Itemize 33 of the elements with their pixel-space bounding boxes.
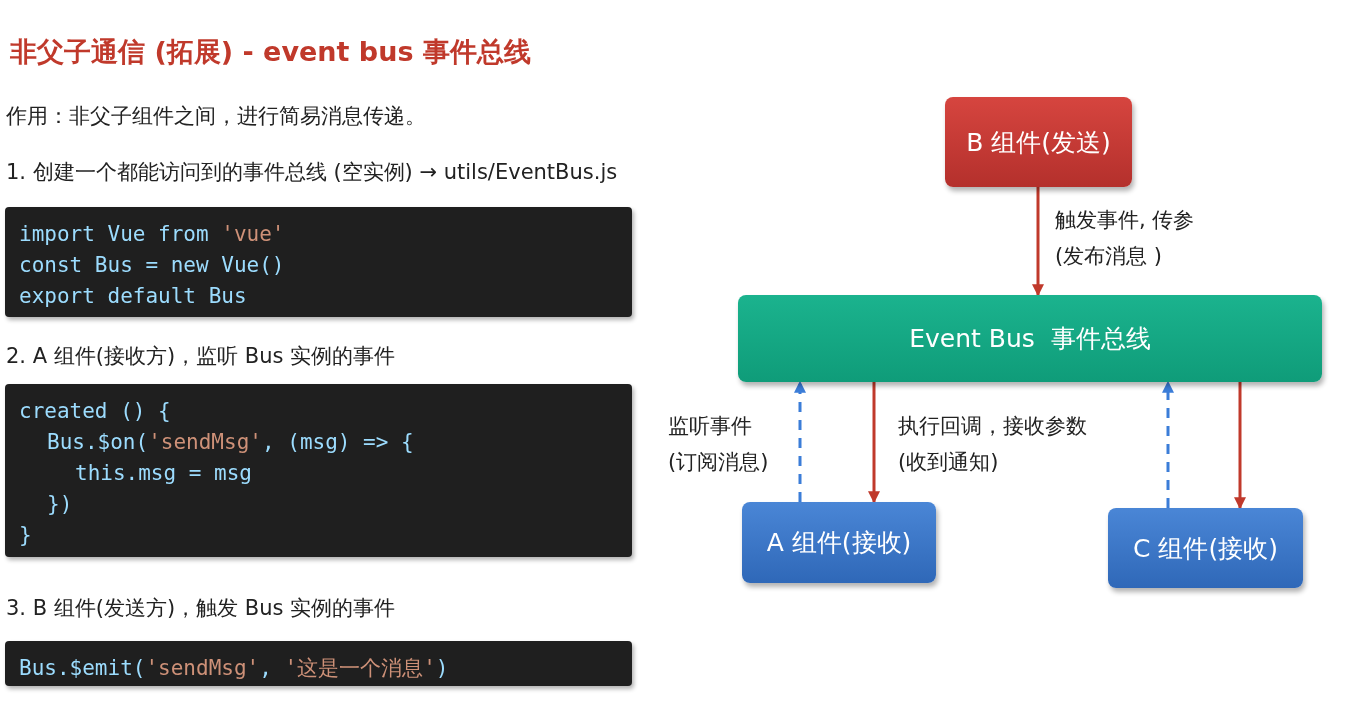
component-box	[742, 502, 936, 583]
box-label: A 组件(接收)	[766, 527, 912, 559]
text-line: 作用：非父子组件之间，进行简易消息传递。	[6, 103, 426, 130]
arrow	[1234, 382, 1246, 510]
code-block	[5, 641, 632, 686]
component-box	[945, 97, 1132, 187]
edge-label: 执行回调，接收参数 (收到通知)	[898, 413, 1087, 476]
code-line: const Bus = new Vue()	[19, 252, 285, 279]
code-line: })	[47, 491, 73, 518]
code-line: this.msg = msg	[75, 460, 252, 487]
code-line: export default Bus	[19, 283, 247, 310]
code-line: Bus.$emit('sendMsg', '这是一个消息')	[19, 655, 449, 682]
bus-bar	[738, 295, 1322, 382]
box-label: C 组件(接收)	[1133, 532, 1278, 565]
arrow	[1032, 187, 1044, 297]
code-line: }	[19, 522, 32, 549]
component-box	[1108, 508, 1303, 588]
edge-label: 监听事件 (订阅消息)	[668, 413, 769, 476]
box-label: B 组件(发送)	[966, 126, 1111, 159]
code-line: Bus.$on('sendMsg', (msg) => {	[47, 429, 414, 456]
arrow	[1162, 380, 1174, 508]
arrow	[868, 382, 880, 504]
text-line: 2. A 组件(接收方)，监听 Bus 实例的事件	[6, 343, 396, 370]
box-label: Event Bus 事件总线	[909, 323, 1151, 355]
edge-label: 触发事件, 传参 (发布消息 )	[1055, 207, 1195, 270]
text-line: 3. B 组件(发送方)，触发 Bus 实例的事件	[6, 595, 396, 622]
text-line: 1. 创建一个都能访问到的事件总线 (空实例) → utils/EventBus.js	[6, 159, 618, 186]
slide-title: 非父子通信 (拓展) - event bus 事件总线	[10, 35, 531, 69]
arrow	[794, 380, 806, 502]
code-line: created () {	[19, 398, 171, 425]
code-line: import Vue from 'vue'	[19, 221, 285, 248]
code-block	[5, 207, 632, 317]
code-block	[5, 384, 632, 557]
